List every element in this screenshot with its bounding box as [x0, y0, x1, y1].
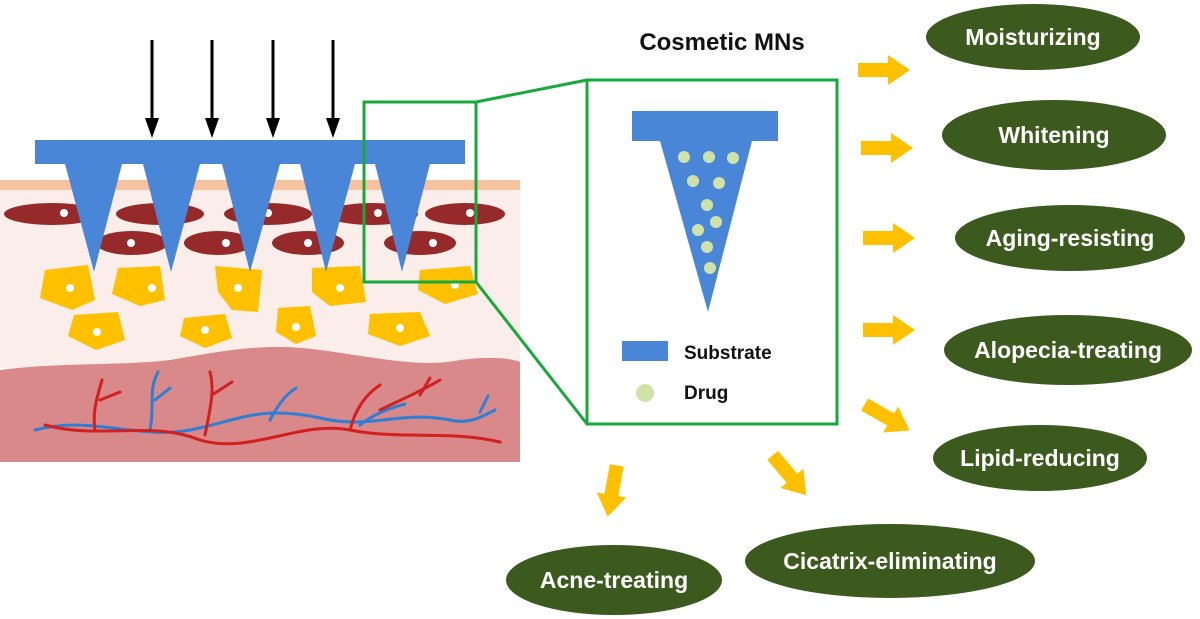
arrow-down-right-icon — [861, 398, 910, 433]
drug-particles — [678, 151, 739, 274]
needle — [222, 164, 280, 272]
zoom-line — [474, 281, 589, 425]
down-arrow-icon — [205, 40, 219, 138]
fat-cells — [40, 265, 478, 350]
fat-cell — [40, 265, 95, 310]
application-arrows — [596, 55, 915, 517]
down-arrow-icon — [145, 40, 159, 138]
zoom-line — [475, 78, 588, 104]
dermal-cell — [4, 203, 100, 225]
fat-cell — [276, 306, 316, 344]
zoom-source-box — [362, 100, 478, 284]
svg-text:Moisturizing: Moisturizing — [965, 24, 1100, 50]
svg-text:Aging-resisting: Aging-resisting — [986, 225, 1155, 251]
needle — [143, 164, 200, 272]
fat-cell — [312, 266, 366, 306]
svg-text:Lipid-reducing: Lipid-reducing — [960, 445, 1120, 471]
svg-text:Cicatrix-eliminating: Cicatrix-eliminating — [783, 548, 996, 574]
application-acne-treating: Acne-treating — [506, 545, 722, 615]
application-alopecia-treating: Alopecia-treating — [944, 315, 1192, 385]
artery — [43, 370, 502, 446]
arrow-down-icon — [596, 464, 627, 517]
down-arrow-icon — [266, 40, 280, 138]
application-whitening: Whitening — [942, 100, 1166, 170]
drug-label: Drug — [684, 383, 728, 404]
diagram-title: Cosmetic MNs — [639, 29, 804, 56]
svg-text:Whitening: Whitening — [998, 122, 1109, 148]
application-cicatrix-eliminating: Cicatrix-eliminating — [745, 524, 1035, 598]
zoomed-substrate — [632, 111, 778, 141]
application-moisturizing: Moisturizing — [926, 4, 1140, 70]
zoom-detail-box — [585, 78, 839, 426]
dermal-cell — [425, 203, 505, 225]
legend: Substrate Drug — [622, 341, 772, 404]
arrow-right-icon — [863, 315, 915, 345]
zoomed-microneedle — [632, 111, 778, 312]
press-arrows — [145, 40, 340, 138]
fat-cell — [368, 312, 430, 346]
applications: Moisturizing Whitening Aging-resisting A… — [506, 4, 1192, 615]
substrate-swatch — [622, 341, 668, 361]
patch-substrate — [35, 140, 465, 164]
svg-text:Alopecia-treating: Alopecia-treating — [974, 337, 1162, 363]
application-lipid-reducing: Lipid-reducing — [933, 425, 1147, 491]
down-arrow-icon — [326, 40, 340, 138]
svg-text:Acne-treating: Acne-treating — [540, 567, 688, 593]
blood-vessels — [33, 370, 502, 446]
arrow-right-icon — [861, 133, 913, 163]
arrow-down-right-icon — [767, 450, 807, 496]
needle — [375, 164, 430, 272]
fat-cell — [215, 266, 262, 312]
arrow-right-icon — [858, 55, 910, 85]
dermal-cell — [184, 231, 252, 255]
application-aging-resisting: Aging-resisting — [955, 205, 1185, 271]
fat-cell — [180, 314, 232, 348]
zoom-callout — [362, 78, 839, 426]
drug-swatch — [636, 384, 654, 402]
substrate-label: Substrate — [684, 343, 772, 364]
microneedle-patch — [35, 140, 465, 272]
zoomed-needle — [660, 141, 752, 312]
fat-cell — [112, 266, 165, 306]
needle — [300, 164, 355, 272]
needle — [65, 164, 122, 272]
fat-cell — [68, 312, 125, 350]
dermal-cell — [96, 231, 168, 255]
arrow-right-icon — [863, 223, 915, 253]
